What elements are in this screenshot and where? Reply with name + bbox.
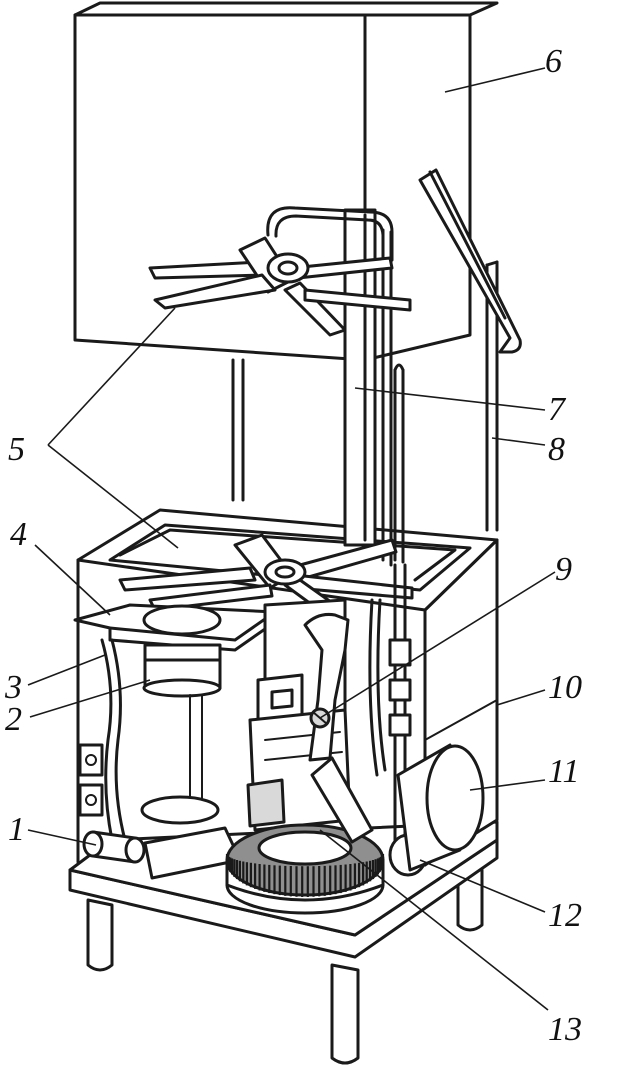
drain-pump-1: [82, 826, 242, 880]
wash-motor-13: [225, 823, 385, 915]
pump-body-9: [303, 613, 374, 844]
label-4: 4: [10, 516, 27, 553]
label-2: 2: [5, 701, 22, 738]
label-8: 8: [548, 431, 565, 468]
label-11: 11: [548, 753, 579, 790]
machine-legs: [86, 868, 484, 1065]
label-10: 10: [548, 669, 582, 706]
label-12: 12: [548, 897, 582, 934]
leader-lines: [27, 67, 556, 1011]
label-5: 5: [8, 431, 25, 468]
handle-8: [418, 168, 522, 354]
part-labels: 6 5 7 8 4 9 3 10 2 11 1 12 13: [4, 43, 582, 1048]
label-9: 9: [555, 551, 572, 588]
label-13: 13: [548, 1011, 582, 1048]
upper-spray-arm: [148, 206, 412, 337]
label-1: 1: [8, 811, 25, 848]
label-7: 7: [548, 391, 567, 428]
label-6: 6: [545, 43, 562, 80]
dispenser: [73, 603, 277, 842]
label-3: 3: [4, 669, 22, 706]
support-rods: [231, 260, 499, 532]
heater-tank-11: [396, 743, 485, 872]
